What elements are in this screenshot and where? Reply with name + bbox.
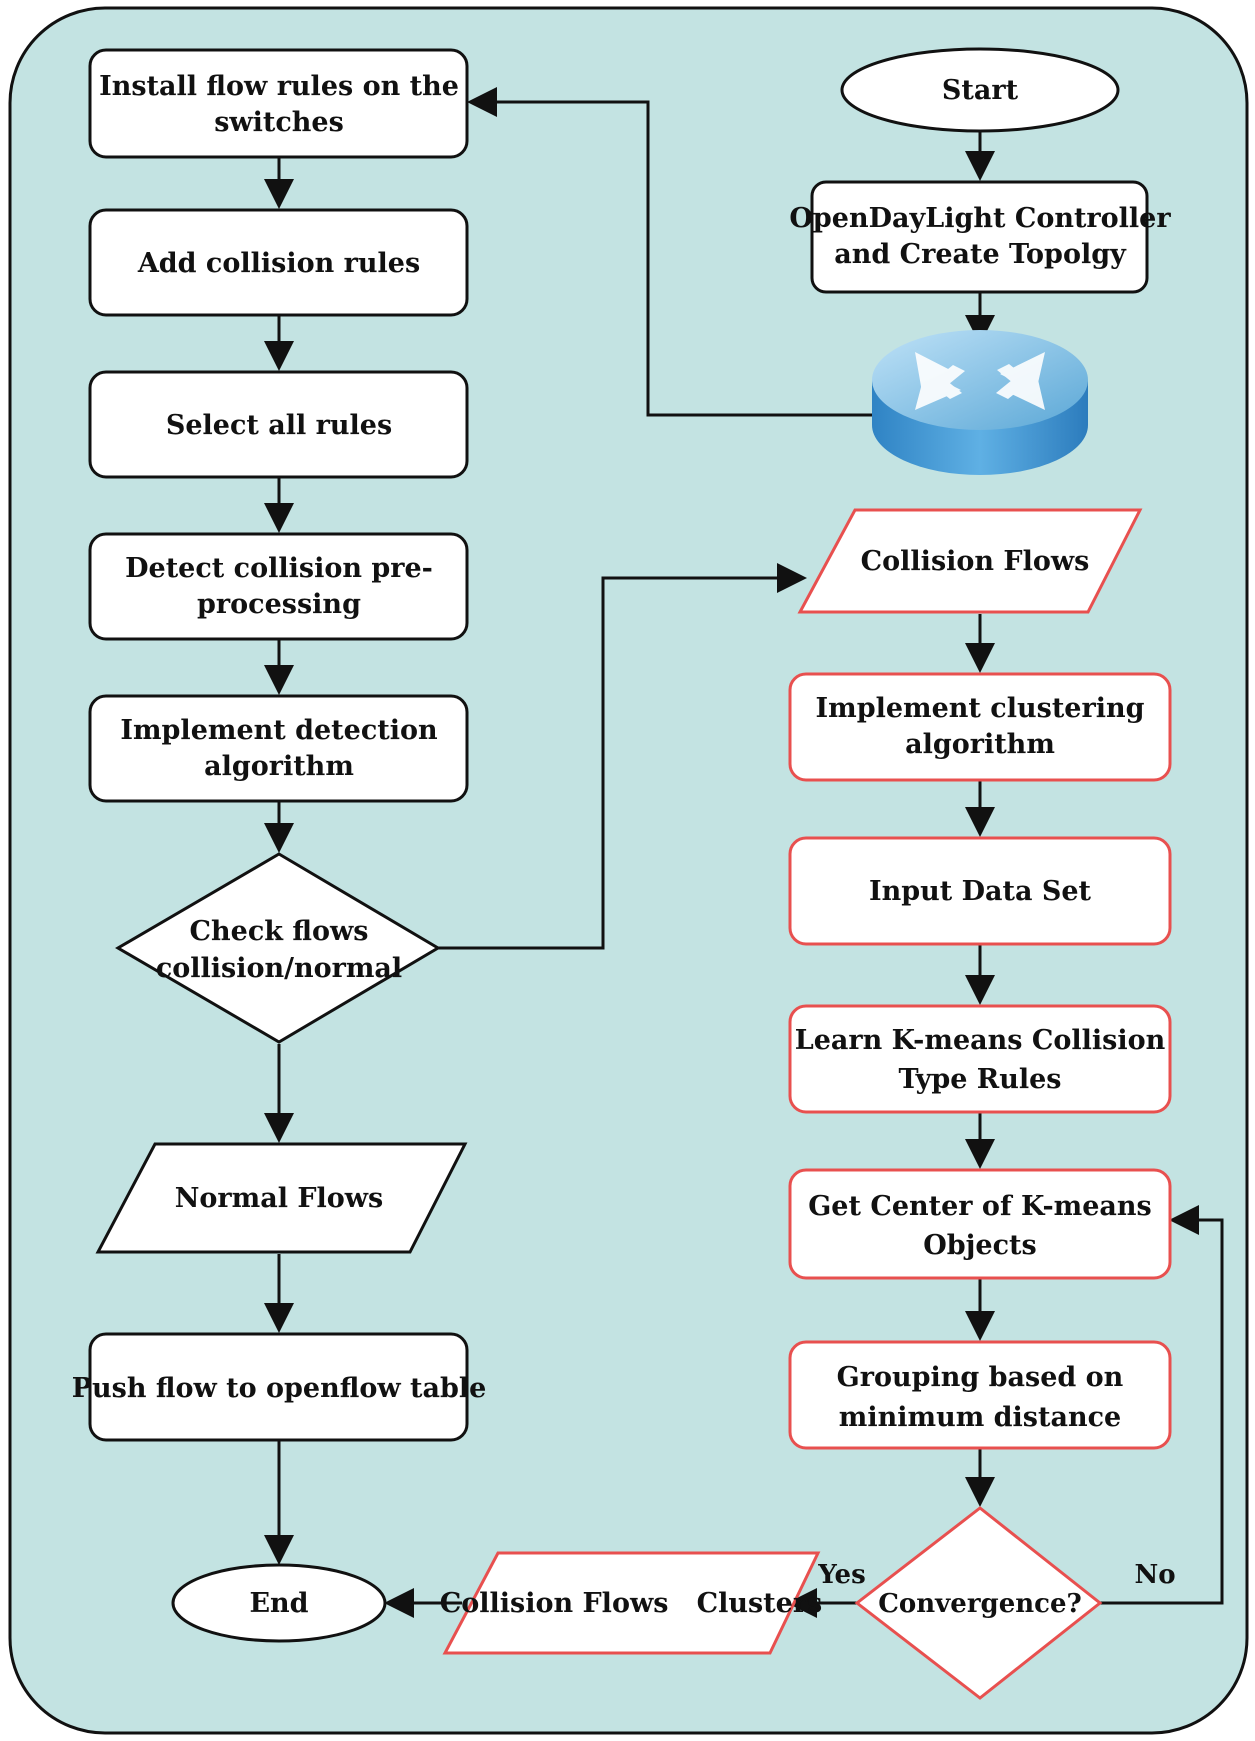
node-input-dataset: Input Data Set — [788, 836, 1172, 946]
svg-text:Normal Flows: Normal Flows — [175, 1183, 384, 1214]
svg-text:Collision Flows Clusters: Collision Flows Clusters — [440, 1588, 823, 1619]
edge-label-yes: Yes — [817, 1560, 865, 1590]
svg-text:Collision Flows: Collision Flows — [861, 546, 1090, 577]
node-select-rules: Select all rules — [88, 370, 469, 479]
svg-text:Add collision rules: Add collision rules — [137, 248, 420, 279]
node-normal-flows: Normal Flows — [95, 1142, 468, 1254]
node-collision-flows: Collision Flows — [797, 508, 1143, 614]
edge-check-collision — [438, 563, 807, 950]
edge-label-no: No — [1134, 1560, 1175, 1590]
svg-text:Select all rules: Select all rules — [166, 410, 392, 441]
svg-text:End: End — [249, 1588, 308, 1619]
svg-text:Detect collision pre-processin: Detect collision pre-processing — [125, 553, 433, 620]
node-start: Start — [840, 47, 1120, 133]
svg-text:Convergence?: Convergence? — [878, 1589, 1082, 1619]
node-detect-collision: Detect collision pre-processing — [88, 532, 469, 641]
node-push-flow: Push flow to openflow table — [72, 1332, 487, 1442]
node-add-collision: Add collision rules — [88, 208, 469, 317]
svg-text:Push flow to openflow table: Push flow to openflow table — [72, 1373, 487, 1404]
router-icon — [872, 330, 1088, 475]
node-end: End — [171, 1563, 387, 1643]
svg-text:Start: Start — [942, 75, 1019, 106]
svg-text:Input Data Set: Input Data Set — [869, 876, 1092, 907]
edge-router-install — [467, 87, 872, 417]
edge-convergence-no — [1100, 1205, 1224, 1605]
node-clusters: Collision Flows Clusters — [440, 1551, 823, 1655]
node-convergence: Convergence? — [854, 1506, 1103, 1700]
edges — [264, 87, 1224, 1618]
